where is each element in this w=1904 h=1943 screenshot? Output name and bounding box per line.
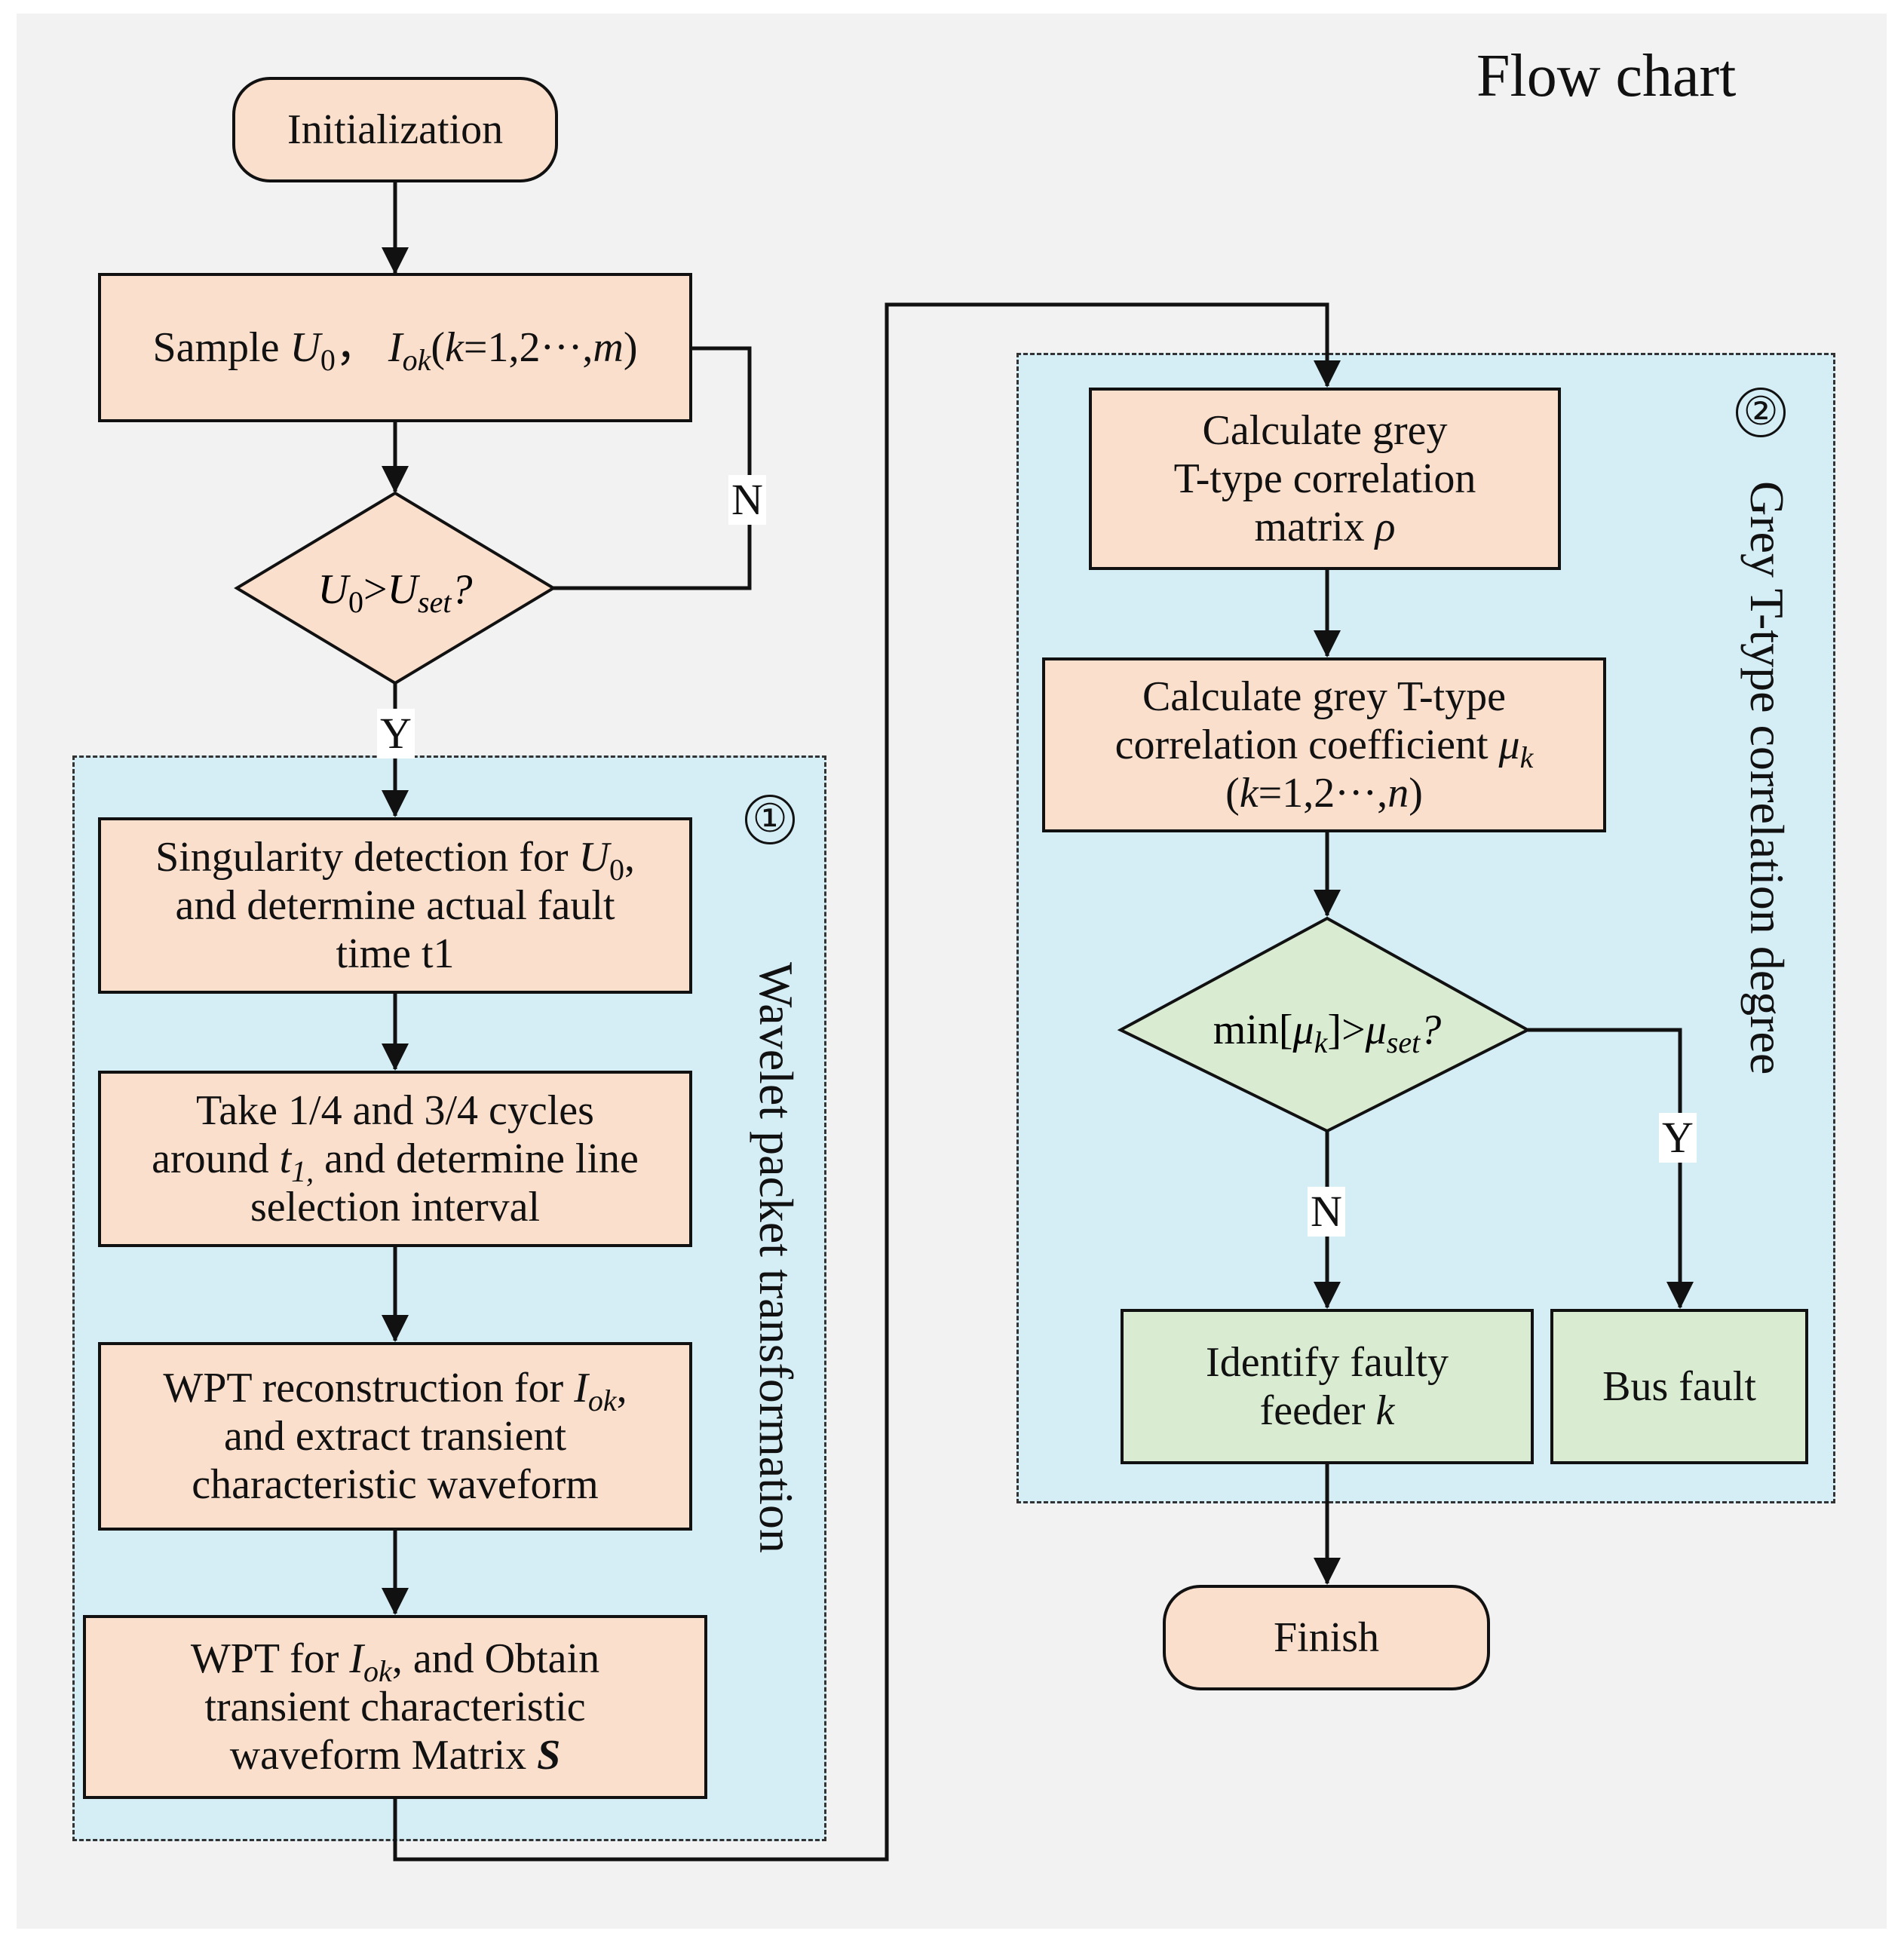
decision1-diamond [234,491,556,685]
edge-arrowhead [382,466,409,493]
edge-arrowhead [382,1044,409,1071]
calc-matrix-process: Calculate grey T-type correlation matrix… [1089,388,1561,570]
identify-feeder-text: Identify faulty feeder k [1206,1339,1449,1434]
decision2-text: min[μk]>μset? [1213,1007,1441,1059]
calc-coefficient-process: Calculate grey T-type correlation coeffi… [1042,657,1606,832]
calc-coefficient-text: Calculate grey T-type correlation coeffi… [1114,673,1534,817]
wpt-reconstruction-process: WPT reconstruction for Iok, and extract … [98,1342,692,1531]
region-number-2: ② [1736,388,1786,437]
finish-terminal: Finish [1163,1585,1490,1690]
singularity-process: Singularity detection for U0, and determ… [98,817,692,994]
take-cycles-text: Take 1/4 and 3/4 cycles around t1, and d… [152,1087,639,1230]
edge-label-yes-1: Y [377,709,415,759]
edge-arrowhead [382,790,409,817]
wpt-reconstruction-text: WPT reconstruction for Iok, and extract … [163,1365,627,1508]
edge-label-no-2: N [1308,1187,1345,1237]
edge-arrowhead [1314,630,1341,657]
sample-text: Sample U0， Iok(k=1,2···,m) [152,324,638,377]
edge-arrowhead [382,1315,409,1342]
edge-arrowhead [1314,1282,1341,1309]
region-number-1: ① [745,795,795,844]
edge-wpt-to-calcmatrix [393,302,1329,1862]
edge-arrowhead [1314,360,1341,388]
wpt-process: WPT for Iok, and Obtain transient charac… [83,1615,707,1799]
diagram-title: Flow chart [1476,43,1737,109]
initialization-terminal: Initialization [232,77,558,182]
bus-fault-process: Bus fault [1550,1309,1808,1464]
edge-arrowhead [1314,890,1341,917]
wpt-text: WPT for Iok, and Obtain transient charac… [190,1635,600,1779]
edge-arrowhead [1666,1282,1694,1309]
edge-arrowhead [382,247,409,274]
edge-label-no-1: N [728,475,766,525]
edge-arrowhead [1314,1558,1341,1585]
decision1-text: U0>Uset? [318,566,473,619]
decision2-diamond [1117,916,1531,1133]
sample-process: Sample U0， Iok(k=1,2···,m) [98,273,692,422]
edge-arrowhead [382,1588,409,1615]
singularity-text: Singularity detection for U0, and determ… [155,834,635,977]
edge-decision1-no-loop [553,346,752,590]
identify-feeder-process: Identify faulty feeder k [1121,1309,1534,1464]
calc-matrix-text: Calculate grey T-type correlation matrix… [1173,407,1476,550]
edge-decision2-yes [1528,1028,1682,1307]
edge-label-yes-2: Y [1659,1113,1697,1163]
take-cycles-process: Take 1/4 and 3/4 cycles around t1, and d… [98,1071,692,1247]
